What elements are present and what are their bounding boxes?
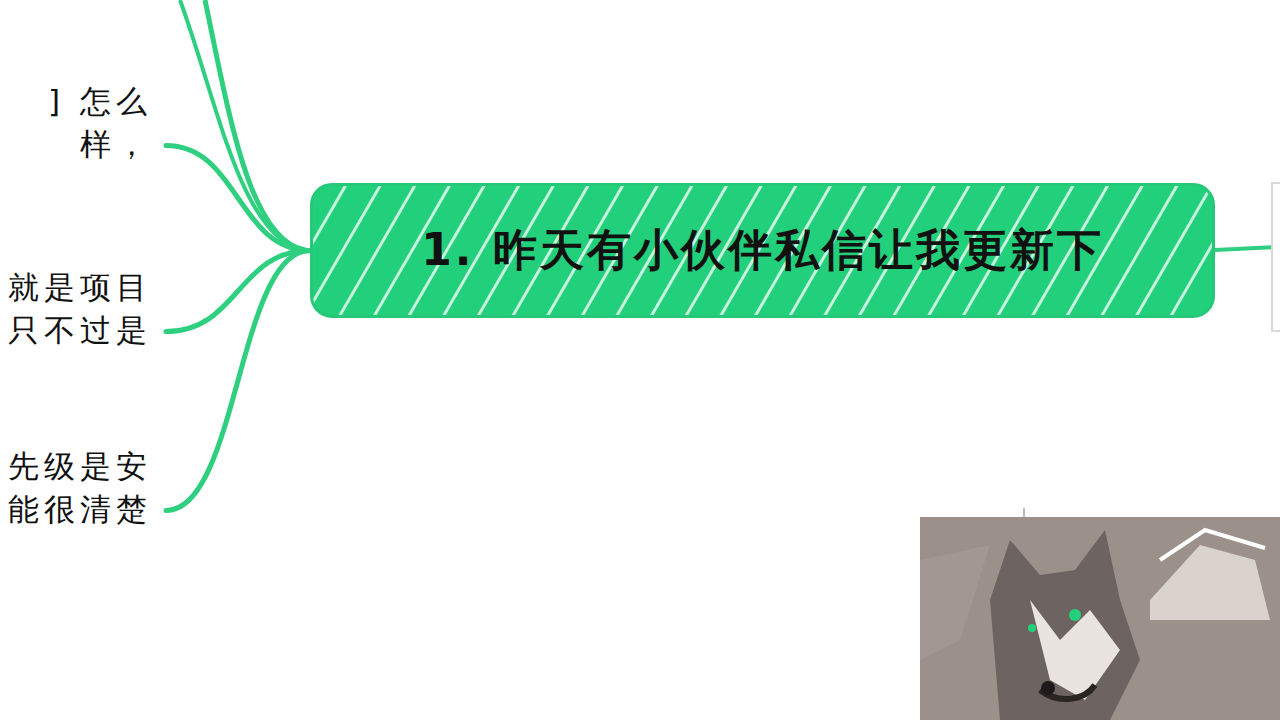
central-topic: 1. 昨天有小伙伴私信让我更新下 xyxy=(310,183,1215,318)
leaf-text: 先级是安 能很清楚 xyxy=(0,443,166,533)
dog-picture xyxy=(920,517,1280,720)
branch-line xyxy=(180,0,305,252)
topic-title: 1. 昨天有小伙伴私信让我更新下 xyxy=(421,221,1104,280)
branch-text: 就是项目 只不过是 xyxy=(2,266,152,352)
partial-box xyxy=(1272,183,1280,331)
branch-line xyxy=(1215,247,1280,250)
branch-text: 先级是安 能很清楚 xyxy=(2,445,152,531)
branch-connector xyxy=(166,251,310,511)
leaf-text: ] 怎么样， xyxy=(0,78,166,168)
branch-connector xyxy=(166,146,310,251)
branch-text: ] 怎么样， xyxy=(2,80,152,166)
leaf-text: 就是项目 只不过是 xyxy=(0,264,166,354)
